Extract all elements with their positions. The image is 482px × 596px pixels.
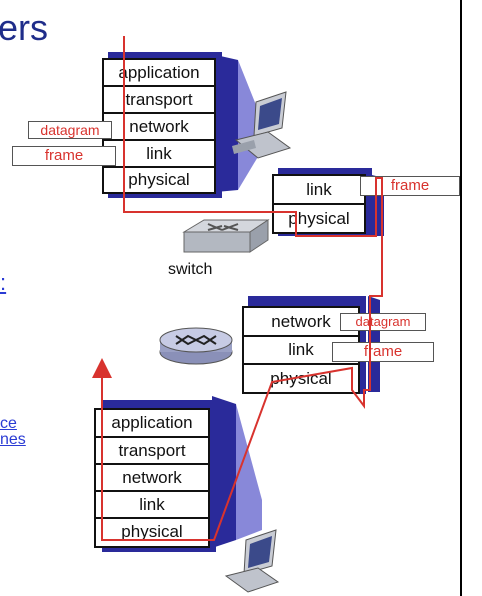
- slide-right-border: [460, 0, 462, 596]
- router-icon: [159, 327, 233, 365]
- switch-layer-link: link: [274, 176, 364, 205]
- host-bottom-layer-application: application: [96, 410, 208, 438]
- data-path-line: [92, 36, 383, 541]
- switch-icon: [182, 219, 270, 253]
- host-top-layer-transport: transport: [104, 87, 214, 114]
- switch-stack-box: link physical: [272, 174, 366, 234]
- host-bottom-layer-link: link: [96, 492, 208, 519]
- router-datagram-tag: datagram: [340, 313, 426, 331]
- host-bottom-shading: [212, 396, 236, 548]
- computer-icon-bottom: [224, 529, 280, 593]
- router-layer-link: link: [244, 337, 358, 365]
- switch-label: switch: [168, 261, 213, 278]
- left-text-fragment-colon[interactable]: :: [0, 270, 7, 295]
- host-top-shading-fade: [238, 60, 262, 190]
- switch-layer-physical: physical: [288, 209, 350, 228]
- left-link-fragment-nes[interactable]: nes: [0, 431, 26, 448]
- host-bottom-shading-fade: [236, 404, 262, 540]
- computer-icon-top: [232, 91, 292, 159]
- left-link-fragment-ce[interactable]: ce: [0, 415, 17, 432]
- router-frame-tag: frame: [332, 342, 434, 362]
- router-layer-network: network: [244, 308, 358, 337]
- switch-frame-tag: frame: [360, 176, 460, 196]
- host-top-layer-application: application: [104, 60, 214, 87]
- host-top-layer-link: link: [104, 141, 214, 168]
- host-bottom-layer-transport: transport: [96, 438, 208, 465]
- host-top-layer-physical: physical: [128, 170, 190, 189]
- host-top-frame-tag: frame: [12, 146, 116, 166]
- host-top-layer-network: network: [104, 114, 214, 141]
- host-bottom-layer-network: network: [96, 465, 208, 492]
- host-top-datagram-tag: datagram: [28, 121, 112, 139]
- slide-title-fragment: ers: [0, 7, 49, 48]
- host-bottom-layer-physical: physical: [121, 522, 183, 541]
- host-bottom-stack-box: application transport network link physi…: [94, 408, 210, 548]
